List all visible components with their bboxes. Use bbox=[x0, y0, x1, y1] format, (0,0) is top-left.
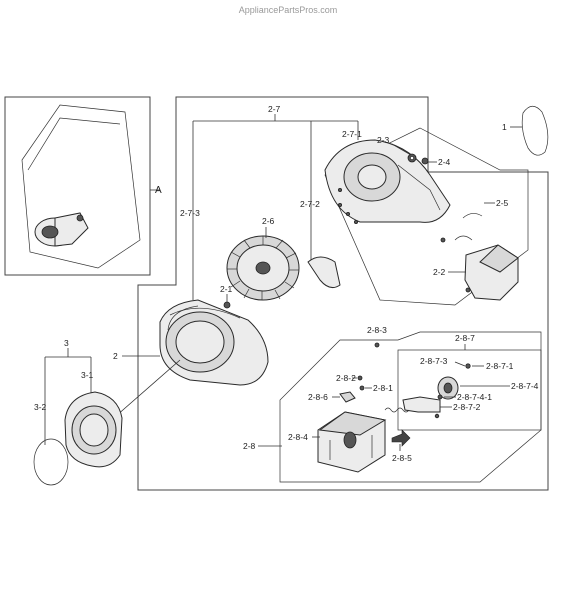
blower-cover bbox=[159, 299, 269, 386]
bolt-2-1 bbox=[223, 294, 231, 309]
screw-2-8-2 bbox=[357, 375, 363, 381]
label-3-2: 3-2 bbox=[34, 402, 47, 412]
arrow-2-8-5 bbox=[391, 429, 411, 451]
screw-2-8-7-3 bbox=[465, 363, 471, 369]
label-2-8-7: 2-8-7 bbox=[455, 333, 475, 343]
inset-motor-assembly bbox=[34, 212, 89, 247]
washer-2-8-7-4-1 bbox=[437, 394, 443, 400]
motor-mount-panel bbox=[279, 331, 542, 483]
label-2-8-2: 2-8-2 bbox=[336, 373, 356, 383]
label-3: 3 bbox=[64, 338, 69, 348]
bracket-2-7 bbox=[192, 114, 359, 300]
idler-pulley bbox=[437, 376, 510, 400]
label-2-7-1: 2-7-1 bbox=[342, 129, 362, 139]
idler-arm bbox=[402, 396, 452, 419]
label-2-1: 2-1 bbox=[220, 284, 233, 294]
label-2-6: 2-6 bbox=[262, 216, 275, 226]
label-2-8-5: 2-8-5 bbox=[392, 453, 412, 463]
label-1: 1 bbox=[502, 122, 507, 132]
clips-2-5 bbox=[454, 202, 495, 241]
label-2-8-1: 2-8-1 bbox=[373, 383, 393, 393]
label-2-8-7-1: 2-8-7-1 bbox=[486, 361, 514, 371]
spring-clip-2-8-6 bbox=[339, 391, 356, 403]
label-2-5: 2-5 bbox=[496, 198, 509, 208]
inset-overview-box bbox=[4, 96, 160, 276]
label-2-8-7-3: 2-8-7-3 bbox=[420, 356, 448, 366]
blower-impeller bbox=[226, 227, 300, 301]
label-2-7-3: 2-7-3 bbox=[180, 208, 200, 218]
screw-2-4 bbox=[421, 157, 429, 165]
front-fan-cover bbox=[64, 391, 123, 468]
main-frame bbox=[137, 96, 549, 491]
exhaust-duct bbox=[440, 237, 519, 301]
label-2-3: 2-3 bbox=[377, 135, 390, 145]
label-2-8-7-4: 2-8-7-4 bbox=[511, 381, 539, 391]
bracket-3 bbox=[44, 348, 92, 445]
motor-mount-bracket bbox=[312, 411, 387, 473]
label-2-8-7-4-1: 2-8-7-4-1 bbox=[457, 392, 492, 402]
screw-2-3 bbox=[407, 153, 417, 163]
label-2-8-7-2: 2-8-7-2 bbox=[453, 402, 481, 412]
label-3-1: 3-1 bbox=[81, 370, 94, 380]
label-2-8-4: 2-8-4 bbox=[288, 432, 308, 442]
label-2-2: 2-2 bbox=[433, 267, 446, 277]
label-A: A bbox=[155, 185, 162, 196]
idler-spring bbox=[384, 407, 410, 413]
label-2-8-6: 2-8-6 bbox=[308, 392, 328, 402]
label-2-4: 2-4 bbox=[438, 157, 451, 167]
duct-panel-outline bbox=[324, 127, 529, 306]
label-2-7-2: 2-7-2 bbox=[300, 199, 320, 209]
label-2: 2 bbox=[113, 351, 118, 361]
label-2-8-3: 2-8-3 bbox=[367, 325, 387, 335]
label-2-7: 2-7 bbox=[268, 104, 281, 114]
gasket-ring bbox=[33, 438, 69, 486]
fan-housing bbox=[324, 139, 451, 224]
pulley-subbox bbox=[397, 349, 542, 431]
fan-seal bbox=[307, 256, 341, 289]
screw-2-8-3 bbox=[374, 342, 380, 348]
watermark: AppliancePartsPros.com bbox=[239, 5, 338, 15]
label-2-8: 2-8 bbox=[243, 441, 256, 451]
clip-2-8-1 bbox=[359, 385, 365, 391]
drive-belt bbox=[510, 105, 549, 156]
